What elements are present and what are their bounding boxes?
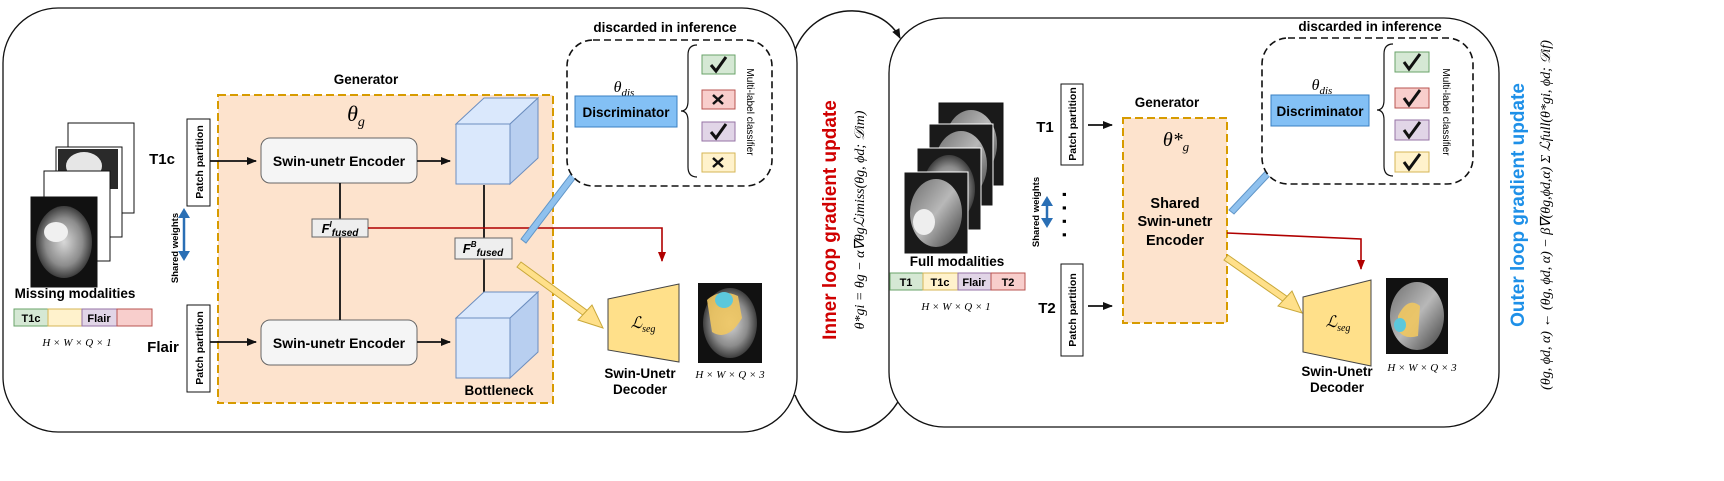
classifier-label: Multi-label classifier (744, 68, 755, 156)
shared-encoder-label-2: Swin-unetr (1138, 214, 1213, 230)
output-dims-label-right: H × W × Q × 3 (1386, 362, 1457, 374)
patch-partition-t2-label: Patch partition (1067, 273, 1079, 347)
full-modality-image-stack (903, 102, 1004, 255)
discriminator-box-right (1270, 94, 1370, 127)
missing-modality-image-stack (30, 122, 135, 288)
classifier-outputs-right (1394, 51, 1430, 173)
check-icon (709, 56, 728, 74)
segmentation-output-image-right (1386, 278, 1448, 354)
generator-title-right: Generator (1135, 95, 1200, 110)
modality-chip-flair: Flair (962, 277, 986, 289)
cross-icon (712, 94, 724, 105)
check-icon (709, 123, 728, 141)
full-modalities-label: Full modalities (910, 254, 1005, 269)
input-t1-label: T1 (1036, 119, 1054, 136)
theta-g-star-symbol: θ*g (1163, 129, 1190, 154)
generator-title: Generator (334, 72, 399, 87)
patch-partition-t1-label: Patch partition (1067, 87, 1079, 161)
shared-generator-box (1122, 117, 1228, 324)
patch-partition-top (186, 118, 211, 207)
skip-arrow-to-decoder (368, 227, 666, 262)
shared-weights-arrow-icon-right (1041, 196, 1053, 228)
check-icon (1402, 89, 1422, 108)
arrow-to-decoder-right (1223, 254, 1303, 314)
connector-top (794, 10, 901, 51)
input-t2-label: T2 (1038, 300, 1056, 317)
decoder-label-right-2: Decoder (1310, 380, 1365, 395)
cross-icon (712, 157, 724, 168)
decoder-trapezoid (607, 283, 680, 363)
check-icon (1402, 121, 1422, 140)
inner-loop-formula: θ*gi = θg − α∇θgℒimiss(θg, ϕd; 𝒟im) (853, 110, 868, 329)
input-flair-label: Flair (147, 339, 179, 356)
missing-modalities-label: Missing modalities (15, 286, 136, 301)
full-input-dims-label: H × W × Q × 1 (920, 301, 990, 313)
shared-encoder-label-1: Shared (1150, 196, 1199, 212)
bottleneck-cube-top (454, 96, 540, 186)
modality-chip-t1c: T1c (931, 277, 950, 289)
discriminator-label: Discriminator (582, 105, 670, 120)
bottleneck-label: Bottleneck (464, 383, 534, 398)
modality-chip-3: Flair (87, 313, 111, 325)
output-box-right-3 (1394, 119, 1430, 141)
skip-arrow-to-decoder-right (1226, 232, 1365, 270)
classifier-brace-right (1376, 43, 1394, 177)
shared-weights-label: Shared weights (170, 213, 181, 283)
encoder-top-label: Swin-unetr Encoder (273, 153, 406, 169)
discarded-label: discarded in inference (593, 20, 737, 35)
modality-chip-t2: T2 (1002, 277, 1015, 289)
discriminator-label-right: Discriminator (1276, 104, 1364, 119)
check-icon (1402, 153, 1422, 172)
outer-loop-title: Outer loop gradient update (1508, 83, 1529, 327)
decoder-label-right-1: Swin-Unetr (1301, 364, 1373, 379)
loss-symbol-right: ℒseg (1326, 314, 1351, 334)
loss-symbol: ℒseg (631, 315, 656, 335)
decoder-trapezoid-right (1302, 279, 1372, 367)
shared-weights-label-right: Shared weights (1031, 177, 1042, 247)
modality-chip-t1: T1 (900, 277, 913, 289)
patch-partition-bottom (186, 304, 211, 393)
output-box-right-2 (1394, 87, 1430, 109)
shared-encoder-label-3: Encoder (1146, 233, 1204, 249)
theta-dis-symbol-right: θdis (1312, 77, 1333, 97)
missing-modality-strip: T1c Flair (13, 308, 153, 327)
output-box-1 (701, 54, 736, 75)
decoder-label-1: Swin-Unetr (604, 366, 676, 381)
outer-loop-formula: (θg, ϕd, α) ← (θg, ϕd, α) − β∇(θg,ϕd,α) … (1539, 40, 1554, 390)
connector-bottom (794, 391, 904, 433)
output-dims-label: H × W × Q × 3 (694, 369, 765, 381)
classifier-label-right: Multi-label classifier (1440, 68, 1451, 156)
modality-chip-1: T1c (22, 313, 41, 325)
f-fused-i-label: FIfused (322, 220, 360, 239)
f-fused-b-label: FBfused (463, 240, 504, 259)
patch-partition-t1 (1060, 83, 1084, 166)
output-box-right-4 (1394, 151, 1430, 173)
theta-g-symbol: θg (347, 101, 365, 130)
decoder-label-2: Decoder (613, 382, 668, 397)
patch-partition-top-label: Patch partition (194, 125, 206, 199)
discarded-label-right: discarded in inference (1298, 19, 1442, 34)
classifier-brace (680, 44, 698, 178)
check-icon (1402, 53, 1422, 72)
discriminator-box (574, 95, 678, 128)
input-t1c-label: T1c (149, 151, 175, 168)
f-fused-b-box (454, 237, 513, 260)
arrow-to-decoder (516, 261, 604, 329)
input-dims-label: H × W × Q × 1 (41, 337, 111, 349)
encoder-bottom-label: Swin-unetr Encoder (273, 335, 406, 351)
full-modality-strip: T1 T1c Flair T2 (889, 272, 1026, 291)
bottleneck-cube-bottom (454, 290, 540, 380)
output-box-right-1 (1394, 51, 1430, 73)
inner-loop-title: Inner loop gradient update (820, 100, 841, 340)
output-box-3 (701, 121, 736, 142)
segmentation-output-image (698, 283, 762, 363)
patch-partition-bottom-label: Patch partition (194, 311, 206, 385)
patch-partition-t2 (1060, 263, 1084, 357)
classifier-outputs (701, 54, 736, 173)
modality-ellipsis: · · · · (1052, 190, 1077, 238)
shared-weights-arrow-icon (178, 208, 190, 261)
